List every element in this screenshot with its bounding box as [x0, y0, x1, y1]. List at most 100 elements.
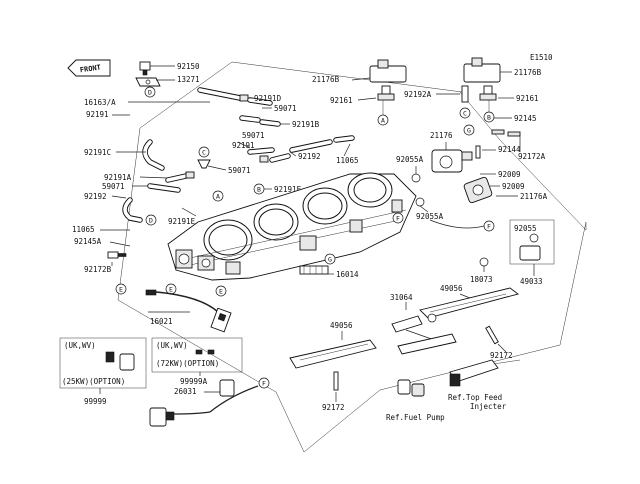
- part-number-92055a-top: 92055A: [396, 155, 424, 164]
- part-number-59071-a: 59071: [274, 104, 297, 113]
- short-hose-11065: [333, 135, 355, 143]
- vacuum-hose-upper: [197, 87, 273, 106]
- part-number-26031: 26031: [174, 387, 197, 396]
- callout-f-body: [392, 212, 404, 224]
- vacuum-hose-92191c: [142, 139, 165, 171]
- part-number-92172-right: 92172: [490, 351, 513, 360]
- note-25kw-option: (25KW)(OPTION): [62, 377, 125, 386]
- fuel-rail-lower: [289, 339, 377, 369]
- part-number-92055a-low: 92055A: [416, 212, 444, 221]
- diagram-code: E1510: [530, 53, 553, 62]
- callout-f-body-label: F: [396, 215, 400, 223]
- callout-e-harness: [115, 283, 127, 295]
- callout-b-body-label: B: [257, 186, 261, 194]
- callout-g-body-label: G: [328, 256, 332, 264]
- part-number-92172-lower: 92172: [322, 403, 345, 412]
- sensor-21176b-left: [369, 59, 407, 101]
- bolt-92172-upper: [485, 325, 499, 345]
- assembly-outline: [117, 61, 587, 453]
- part-number-92191d: 92191D: [254, 94, 282, 103]
- part-number-59071-d: 59071: [102, 182, 125, 191]
- part-number-13271: 13271: [177, 75, 200, 84]
- part-number-11065-top: 11065: [336, 156, 359, 165]
- part-number-92161-left: 92161: [330, 96, 353, 105]
- front-label: FRONT: [79, 64, 101, 75]
- bolt-92144: [475, 145, 481, 159]
- part-number-16014: 16014: [336, 270, 359, 279]
- connector-99999a: [195, 349, 215, 355]
- callout-b-top-label: B: [487, 114, 491, 122]
- mount-bolt-part: [135, 61, 161, 87]
- callout-d-top: [144, 86, 156, 98]
- hose-92191a: [165, 171, 195, 183]
- throttle-body-assembly: [167, 172, 417, 281]
- sensor-21176: [431, 149, 473, 173]
- part-number-21176a: 21176A: [520, 192, 548, 201]
- fuel-pump-connector: [397, 379, 425, 397]
- part-number-92172b: 92172B: [84, 265, 112, 274]
- sensor-bar-16014: [299, 265, 329, 275]
- part-number-92161-right: 92161: [516, 94, 539, 103]
- part-number-92192a: 92192A: [404, 90, 432, 99]
- wire-harness-26031: [149, 379, 259, 427]
- part-number-59071-c: 59071: [228, 166, 251, 175]
- callout-g-top-label: G: [467, 127, 471, 135]
- part-number-99999: 99999: [84, 397, 107, 406]
- fuel-rail-upper: [419, 287, 520, 319]
- bolt-92172-lower: [333, 371, 339, 391]
- part-number-31064: 31064: [390, 293, 413, 302]
- option-box-25kw: [59, 337, 147, 389]
- part-number-18073: 18073: [470, 275, 493, 284]
- part-number-11065-left: 11065: [72, 225, 95, 234]
- part-number-92145a: 92145A: [74, 237, 102, 246]
- part-number-49033: 49033: [520, 277, 543, 286]
- part-number-92191-mid: 92191: [232, 141, 255, 150]
- wire-harness-16021: [145, 289, 232, 333]
- vacuum-hose-92192-left: [122, 197, 143, 223]
- part-number-16163: 16163/A: [84, 98, 116, 107]
- callout-e-right: [215, 285, 227, 297]
- callout-d-top-label: D: [148, 89, 152, 97]
- callout-g-top: [463, 124, 475, 136]
- callout-e-harness-label: E: [119, 286, 123, 294]
- part-number-49056-right: 49056: [440, 284, 463, 293]
- part-number-99999a: 99999A: [180, 377, 208, 386]
- callout-a-body: [212, 190, 224, 202]
- hose-clip-part: [239, 115, 281, 127]
- callout-d-left-label: D: [149, 217, 153, 225]
- part-number-92055: 92055: [514, 224, 537, 233]
- note-ref-fuel-pump: Ref.Fuel Pump: [386, 413, 445, 422]
- part-number-21176b-left: 21176B: [312, 75, 340, 84]
- callout-f-bottom-label: F: [262, 380, 266, 388]
- sensor-21176b-right: [463, 57, 501, 101]
- part-number-92191-left: 92191: [86, 110, 109, 119]
- part-number-92192-left: 92192: [84, 192, 107, 201]
- part-number-92009-a: 92009: [498, 170, 521, 179]
- front-arrow-icon: FRONT: [67, 59, 111, 77]
- vacuum-hose-mid: [247, 139, 333, 163]
- part-number-59071-b: 59071: [242, 131, 265, 140]
- o-ring-92055a-low: [415, 197, 425, 207]
- callout-c-mid: [198, 146, 210, 158]
- part-number-92144: 92144: [498, 145, 521, 154]
- part-number-92192-top: 92192: [298, 152, 321, 161]
- part-number-92145: 92145: [514, 114, 537, 123]
- callout-a-top-label: A: [381, 117, 385, 125]
- part-number-21176: 21176: [430, 131, 453, 140]
- callout-g-body: [324, 253, 336, 265]
- callout-c-top: [459, 107, 471, 119]
- part-number-92191a-label: 92191A: [104, 173, 132, 182]
- part-number-92191e-left: 92191E: [168, 217, 196, 226]
- part-number-92009-b: 92009: [502, 182, 525, 191]
- detail-box-49033: [509, 219, 555, 265]
- part-number-92191b: 92191B: [292, 120, 320, 129]
- bolt-92172b: [107, 251, 127, 259]
- callout-f-right-label: F: [487, 223, 491, 231]
- part-number-92191e-top: 92191E: [274, 185, 302, 194]
- part-number-16021: 16021: [150, 317, 173, 326]
- hose-92191e-top: [147, 183, 181, 193]
- sensor-21176a: [463, 176, 493, 204]
- part-number-92150: 92150: [177, 62, 200, 71]
